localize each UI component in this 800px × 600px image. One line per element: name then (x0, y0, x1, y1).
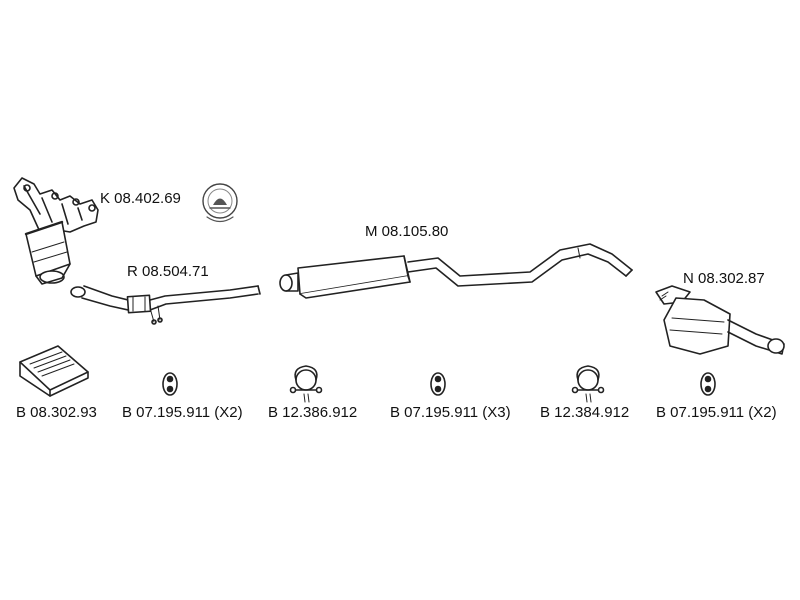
accessory-label: B 07.195.911 (X2) (656, 404, 777, 421)
pipe-clamp-icon (571, 365, 605, 403)
rear-silencer-part-label: N 08.302.87 (683, 270, 765, 287)
quality-seal-icon (202, 183, 238, 223)
catalyst-part-label: K 08.402.69 (100, 190, 181, 207)
accessory-label: B 07.195.911 (X3) (390, 404, 511, 421)
accessory-label: B 07.195.911 (X2) (122, 404, 243, 421)
mounting-kit-box-icon (19, 345, 89, 397)
accessory-label: B 12.384.912 (540, 404, 630, 421)
accessory-label: B 12.386.912 (268, 404, 358, 421)
rubber-hanger-icon (700, 372, 716, 396)
pipe-clamp-icon (289, 365, 323, 403)
front-pipe-part-label: R 08.504.71 (127, 263, 209, 280)
rear-silencer-illustration (655, 285, 785, 355)
rubber-hanger-icon (430, 372, 446, 396)
middle-silencer-illustration (279, 243, 633, 299)
middle-silencer-part-label: M 08.105.80 (365, 223, 449, 240)
front-pipe-illustration (70, 285, 261, 325)
catalyst-manifold-illustration (13, 177, 99, 285)
rubber-hanger-icon (162, 372, 178, 396)
accessory-label: B 08.302.93 (16, 404, 97, 421)
